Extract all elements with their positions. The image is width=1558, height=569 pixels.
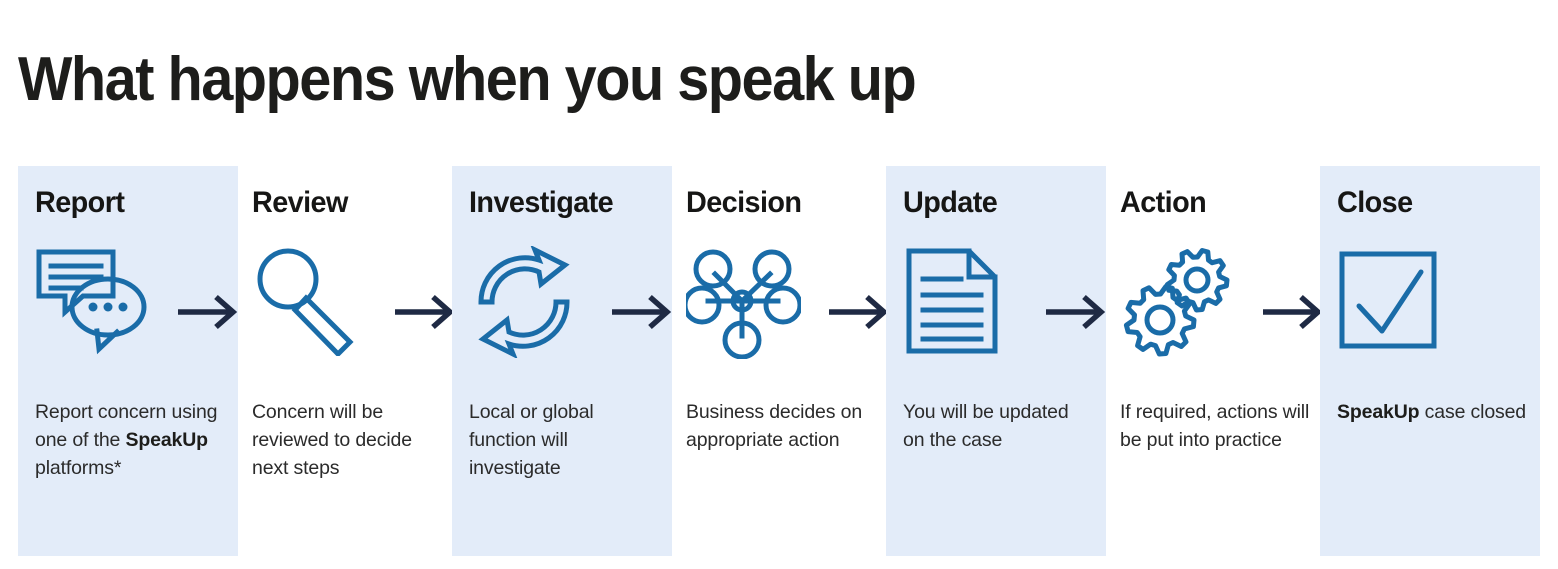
gears-icon (1120, 246, 1240, 357)
flow-step-content: Action If required, actions will be put i… (1120, 166, 1310, 556)
arrow-right-icon (1263, 294, 1325, 330)
description-text: If required, actions will be put into pr… (1120, 401, 1310, 451)
flow-step-description: Business decides on appropriate action (686, 398, 876, 454)
flow-step-description: Concern will be reviewed to decide next … (252, 398, 442, 482)
flow-step-title: Action (1120, 186, 1207, 219)
description-text: platforms* (35, 457, 122, 479)
flow-step-action: Action If required, actions will be put i… (1103, 166, 1323, 556)
magnifying-glass-icon (252, 246, 372, 356)
description-text: Business decides on appropriate action (686, 401, 863, 451)
description-text: case closed (1419, 401, 1526, 423)
arrow-right-icon (612, 294, 674, 330)
arrow-right-icon (395, 294, 457, 330)
description-text: Local or global function will investigat… (469, 401, 594, 479)
brand-name: SpeakUp (1337, 401, 1420, 423)
checkbox-tick-icon (1337, 246, 1457, 356)
flow-step-title: Update (903, 186, 998, 219)
description-text: using one of the (35, 401, 218, 451)
flow-step-description: If required, actions will be put into pr… (1120, 398, 1310, 454)
refresh-cycle-icon (469, 246, 589, 358)
document-lines-icon (903, 246, 1023, 356)
speech-bubbles-icon (35, 246, 155, 356)
page-title: What happens when you speak up (18, 44, 917, 114)
flow-step-title: Review (252, 186, 348, 219)
flow-step-description: Report concern using one of the SpeakUp … (35, 398, 225, 482)
flow-step-title: Report (35, 186, 125, 219)
network-nodes-icon (686, 246, 806, 359)
arrow-right-icon (829, 294, 891, 330)
flow-step-title: Decision (686, 186, 802, 219)
flow-step-description: Local or global function will investigat… (469, 398, 659, 482)
brand-name: SpeakUp (125, 429, 209, 451)
description-text: You will be updated on the case (903, 401, 1069, 451)
arrow-right-icon (178, 294, 240, 330)
flow-step-description: SpeakUp case closed (1337, 398, 1527, 426)
flow-step-title: Close (1337, 186, 1413, 219)
flow-step-title: Investigate (469, 186, 614, 219)
description-text: Report concern (35, 401, 172, 423)
flow-step-description: You will be updated on the case (903, 398, 1093, 454)
description-text: Concern will be reviewed to decide next … (252, 401, 412, 479)
arrow-right-icon (1046, 294, 1108, 330)
